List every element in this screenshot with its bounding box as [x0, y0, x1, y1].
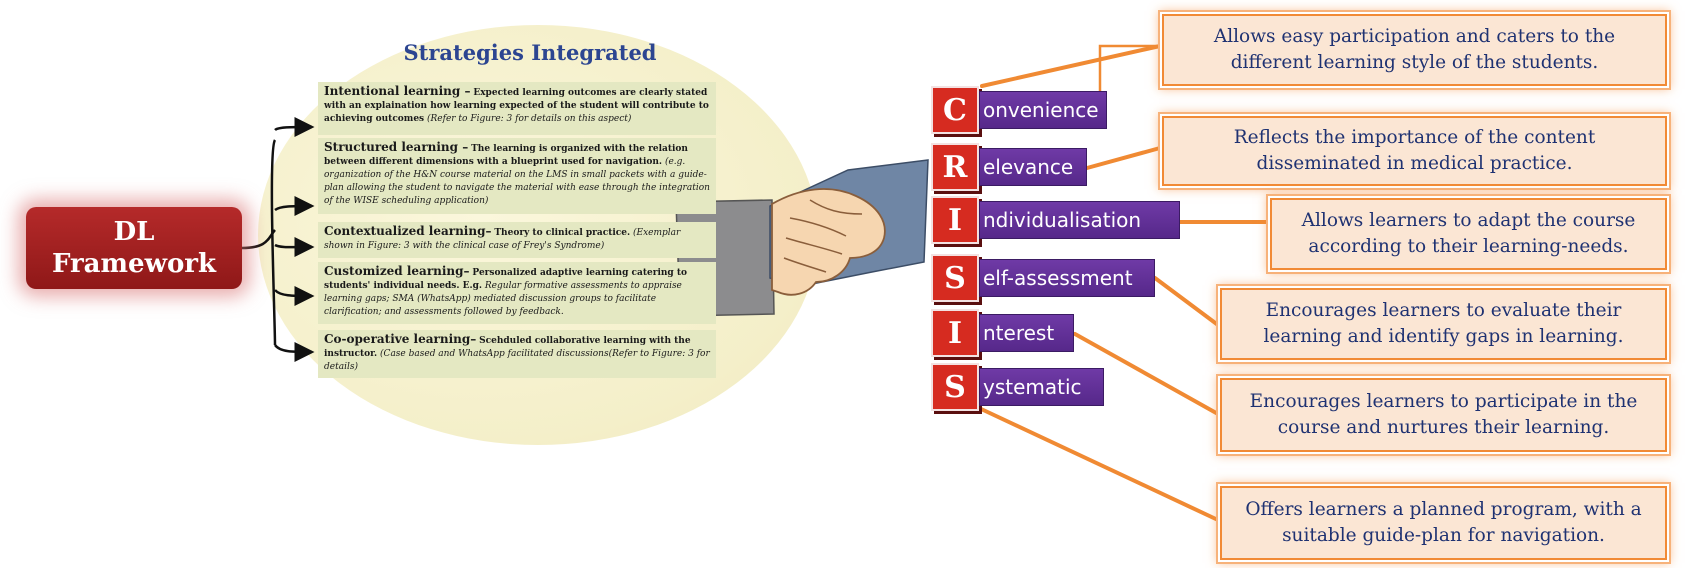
description-interest: Encourages learners to participate in th…: [1220, 378, 1667, 452]
dl-framework-line1: DL: [113, 217, 155, 247]
description-relevance: Reflects the importance of the content d…: [1162, 116, 1667, 186]
arrow-intentional: [274, 117, 315, 138]
strategy-detail: (Refer to Figure: 3 for details on this …: [427, 114, 632, 124]
dl-framework-box: DL Framework: [26, 207, 242, 289]
connector-relevance: [1085, 146, 1162, 170]
strategy-name: Intentional learning –: [324, 84, 471, 98]
strategies-title: Strategies Integrated: [403, 40, 657, 65]
bracket-convenience: [1098, 44, 1164, 115]
strategy-description: The learning is organized with the relat…: [324, 144, 688, 167]
crisis-connectors: [977, 44, 1270, 558]
strategy-detail: (e.g. organization of the H&N course mat…: [324, 157, 710, 206]
connector-convenience: [980, 44, 1162, 88]
strategy-structured: Structured learning – The learning is or…: [318, 138, 716, 214]
connector-interest: [1073, 332, 1220, 416]
connector-self-assessment: [1153, 276, 1220, 327]
crisis-word-interest: nterest: [979, 314, 1074, 352]
strategy-detail: Regular formative assessments to apprais…: [324, 281, 682, 317]
strategy-description: Expected learning outcomes are clearly s…: [324, 88, 709, 124]
description-self-assessment: Encourages learners to evaluate their le…: [1220, 288, 1667, 360]
strategy-name: Structured learning –: [324, 140, 469, 154]
strategy-contextualized: Contextualized learning– Theory to clini…: [318, 222, 716, 258]
crisis-letter-r: R: [931, 143, 979, 191]
connector-systematic: [977, 406, 1220, 522]
strategy-cooperative: Co-operative learning– Scehduled collabo…: [318, 330, 716, 378]
strategy-name: Customized learning–: [324, 264, 470, 278]
crisis-letter-s-2: S: [931, 363, 979, 411]
arrow-structured: [274, 196, 315, 217]
crisis-letter-s-1: S: [931, 254, 979, 302]
crisis-letter-i-2: I: [931, 309, 979, 357]
arrow-cooperative: [273, 341, 315, 362]
crisis-word-self-assessment: elf-assessment: [979, 259, 1155, 297]
crisis-word-relevance: elevance: [979, 148, 1087, 186]
strategy-description: Theory to clinical practice.: [494, 228, 631, 238]
strategy-intentional: Intentional learning – Expected learning…: [318, 82, 716, 135]
strategy-description: Personalized adaptive learning catering …: [324, 268, 688, 291]
crisis-letter-i-1: I: [931, 196, 979, 244]
strategy-name: Co-operative learning–: [324, 332, 477, 346]
strategy-detail: (Case based and WhatsApp facilitated dis…: [324, 349, 710, 372]
description-individualisation: Allows learners to adapt the course acco…: [1270, 198, 1667, 270]
arrow-contextualized: [274, 237, 315, 258]
crisis-letter-c: C: [931, 86, 979, 134]
dl-framework-line2: Framework: [51, 249, 217, 279]
strategy-detail: (Exemplar shown in Figure: 3 with the cl…: [324, 228, 681, 251]
crisis-word-individualisation: ndividualisation: [979, 201, 1180, 239]
crisis-word-convenience: onvenience: [979, 91, 1107, 129]
description-systematic: Offers learners a planned program, with …: [1220, 486, 1667, 560]
strategy-description: Scehduled collaborative learning with th…: [324, 336, 691, 359]
description-convenience: Allows easy participation and caters to …: [1162, 14, 1667, 86]
arrow-customized: [274, 285, 315, 306]
strategy-customized: Customized learning– Personalized adapti…: [318, 262, 716, 324]
framework-brace: [241, 117, 315, 362]
crisis-word-systematic: ystematic: [979, 368, 1104, 406]
strategy-name: Contextualized learning–: [324, 224, 492, 238]
